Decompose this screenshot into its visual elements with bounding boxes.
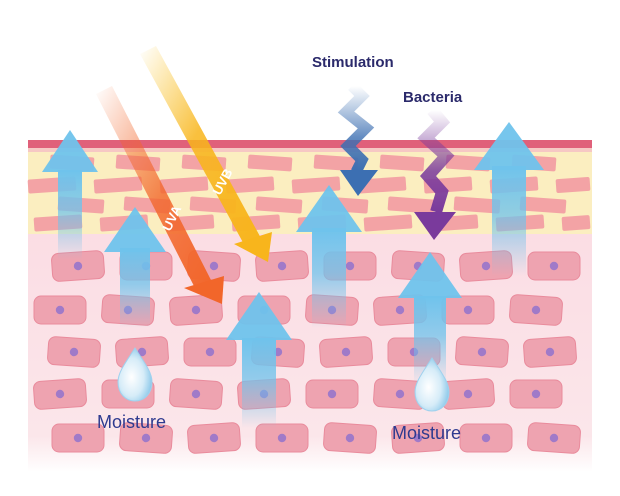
- cell-nucleus: [345, 433, 355, 443]
- uvb-arrow: [140, 46, 272, 262]
- cell-nucleus: [73, 433, 83, 443]
- skin-cell: [255, 423, 309, 453]
- moisture-arrow: [104, 207, 166, 328]
- horny-cell: [255, 196, 303, 214]
- skin-cell: [319, 336, 373, 368]
- water-droplet-icon: [117, 347, 153, 402]
- horny-cell: [453, 196, 501, 214]
- horny-cell: [159, 176, 209, 194]
- moisture-label-right: Moisture: [392, 423, 461, 443]
- skin-cell: [33, 295, 87, 325]
- cell-nucleus: [69, 347, 79, 357]
- horny-cell: [247, 154, 293, 172]
- horny-cell: [387, 196, 435, 214]
- cell-nucleus: [137, 347, 147, 357]
- horny-cell: [519, 196, 567, 214]
- moisture-label-left: Moisture: [97, 412, 166, 432]
- skin-cell: [169, 294, 223, 326]
- stimulation-label: Stimulation: [312, 54, 394, 71]
- horny-cell: [555, 176, 591, 194]
- bacteria-arrow: [414, 106, 456, 240]
- cell-nucleus: [55, 305, 65, 315]
- horny-cell: [561, 215, 591, 231]
- cell-nucleus: [481, 433, 491, 443]
- stimulation-arrow: [337, 82, 378, 196]
- cell-nucleus: [531, 305, 541, 315]
- cell-nucleus: [549, 261, 559, 271]
- horny-cell: [313, 154, 359, 172]
- cell-nucleus: [549, 433, 559, 443]
- cell-nucleus: [463, 305, 473, 315]
- skin-cell: [323, 422, 377, 454]
- uva-arrow: [96, 86, 224, 304]
- moisture-arrow: [42, 130, 98, 260]
- moisture-arrow: [296, 185, 362, 328]
- horny-cell: [357, 176, 407, 194]
- skin-cell: [509, 294, 563, 326]
- cell-nucleus: [395, 389, 405, 399]
- skin-cell: [305, 379, 359, 409]
- skin-cell: [169, 378, 223, 410]
- cell-nucleus: [477, 347, 487, 357]
- cell-nucleus: [209, 261, 219, 271]
- moisture-arrow: [226, 292, 292, 428]
- cell-nucleus: [341, 347, 351, 357]
- skin-cell: [33, 378, 87, 410]
- skin-cell: [459, 423, 513, 453]
- skin-cell: [509, 379, 563, 409]
- bacteria-label: Bacteria: [403, 89, 463, 106]
- cell-nucleus: [481, 261, 491, 271]
- cell-nucleus: [277, 261, 287, 271]
- cell-nucleus: [327, 389, 337, 399]
- moisture-arrow: [398, 252, 462, 384]
- skin-cell: [183, 337, 237, 367]
- skin-surface-line: [28, 140, 592, 148]
- skin-cell: [455, 336, 509, 368]
- cell-nucleus: [141, 433, 151, 443]
- skin-cell: [187, 422, 241, 454]
- cell-nucleus: [531, 389, 541, 399]
- cell-nucleus: [345, 261, 355, 271]
- cell-nucleus: [545, 347, 555, 357]
- skin-cell: [47, 336, 101, 368]
- cell-nucleus: [191, 305, 201, 315]
- cell-nucleus: [395, 305, 405, 315]
- cell-nucleus: [209, 433, 219, 443]
- skin-cell: [391, 422, 445, 454]
- cell-nucleus: [191, 389, 201, 399]
- cell-nucleus: [73, 261, 83, 271]
- horny-cell: [93, 176, 143, 194]
- moisture-arrow: [474, 122, 544, 276]
- horny-cell: [363, 214, 413, 232]
- skin-cell: [523, 336, 577, 368]
- cell-nucleus: [277, 433, 287, 443]
- cell-nucleus: [413, 433, 423, 443]
- skin-cell: [527, 422, 581, 454]
- cell-nucleus: [463, 389, 473, 399]
- skin-cell: [51, 423, 105, 453]
- water-droplet-icon: [414, 357, 450, 412]
- skin-cell: [373, 378, 427, 410]
- skin-cell: [441, 295, 495, 325]
- cell-nucleus: [55, 389, 65, 399]
- horny-cell: [379, 154, 425, 172]
- skin-cell: [373, 294, 427, 326]
- skin-cell: [119, 422, 173, 454]
- skin-cell: [255, 250, 309, 282]
- cell-nucleus: [205, 347, 215, 357]
- skin-cell: [527, 251, 581, 281]
- horny-cell: [225, 176, 275, 194]
